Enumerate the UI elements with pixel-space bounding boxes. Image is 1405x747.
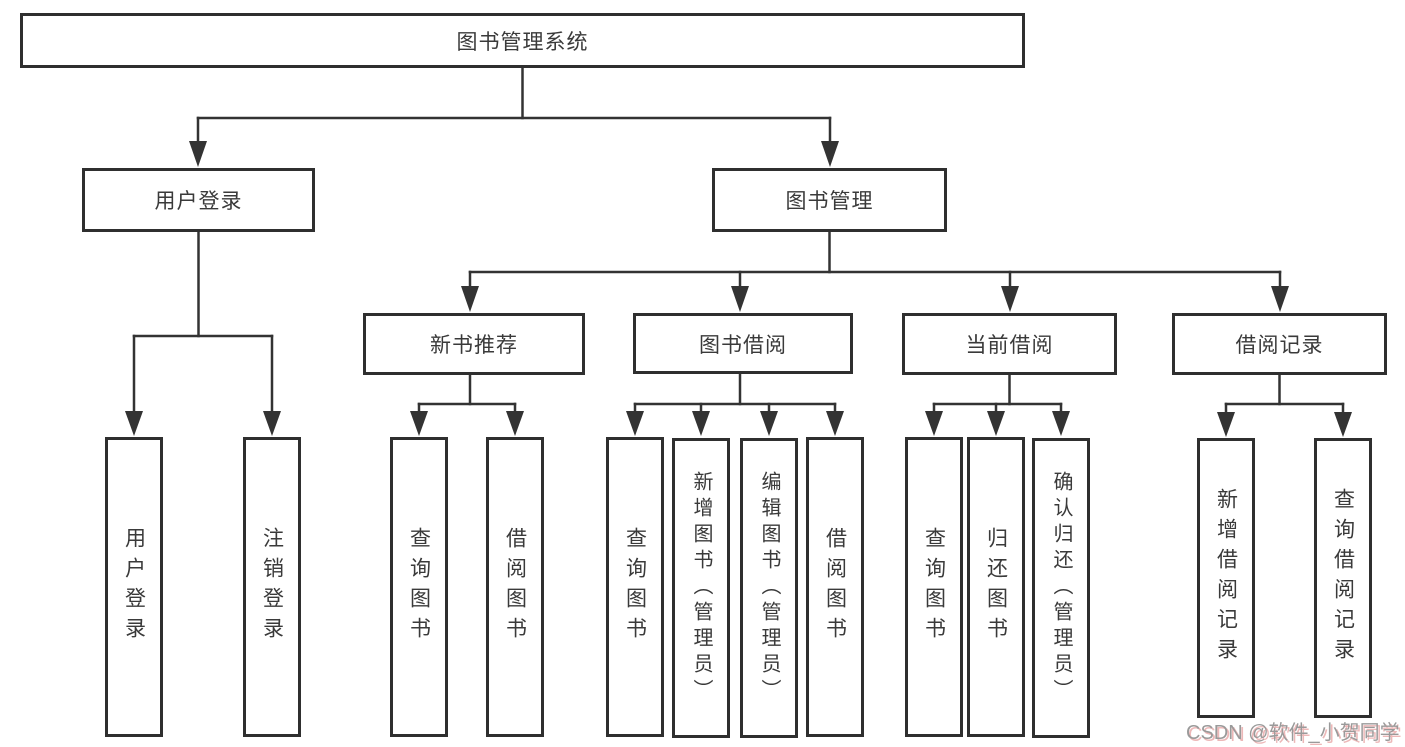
csdn-watermark: CSDN @软件_小贺同学 <box>1186 722 1400 744</box>
node-leaf-query-borrow-record: 查询借阅记录 <box>1314 438 1372 718</box>
node-leaf-query-books-1: 查询图书 <box>390 437 448 737</box>
node-label: 查询图书 <box>407 527 431 647</box>
node-leaf-query-books-3: 查询图书 <box>905 437 963 737</box>
node-user-login: 用户登录 <box>82 168 315 232</box>
node-label: 图书管理系统 <box>456 30 589 54</box>
node-label: 查询图书 <box>922 527 946 647</box>
node-book-management: 图书管理 <box>712 168 947 232</box>
node-book-borrowing: 图书借阅 <box>633 313 853 374</box>
node-leaf-add-book-admin: 新增图书（管理员） <box>672 438 730 738</box>
node-borrowing-records: 借阅记录 <box>1172 313 1387 375</box>
node-label: 新增借阅记录 <box>1214 488 1238 668</box>
node-label: 图书管理 <box>785 190 874 213</box>
node-new-book-recommendation: 新书推荐 <box>363 313 585 375</box>
node-label: 图书借阅 <box>699 333 787 357</box>
node-label: 借阅图书 <box>823 527 847 647</box>
node-leaf-confirm-return-admin: 确认归还（管理员） <box>1032 438 1090 738</box>
node-label: 当前借阅 <box>965 334 1054 357</box>
node-label: 用户登录 <box>154 190 243 213</box>
node-label: 新书推荐 <box>430 334 518 357</box>
node-leaf-borrow-books-1: 借阅图书 <box>486 437 544 737</box>
arrowheads <box>125 141 1352 437</box>
node-leaf-logout: 注销登录 <box>243 437 301 737</box>
node-label: 借阅图书 <box>503 527 527 647</box>
node-label: 用户登录 <box>122 527 146 647</box>
node-leaf-edit-book-admin: 编辑图书（管理员） <box>740 438 798 738</box>
node-leaf-add-borrow-record: 新增借阅记录 <box>1197 438 1255 718</box>
node-label: 归还图书 <box>984 527 1008 647</box>
node-label: 新增图书（管理员） <box>690 471 712 705</box>
node-label: 借阅记录 <box>1235 334 1324 357</box>
node-leaf-return-book: 归还图书 <box>967 437 1025 737</box>
node-label: 编辑图书（管理员） <box>758 471 780 705</box>
node-label: 确认归还（管理员） <box>1050 471 1072 705</box>
node-library-management-system: 图书管理系统 <box>20 13 1025 68</box>
node-label: 查询图书 <box>623 527 647 647</box>
node-label: 注销登录 <box>260 527 284 647</box>
node-label: 查询借阅记录 <box>1331 488 1355 668</box>
node-current-borrowing: 当前借阅 <box>902 313 1117 375</box>
node-leaf-borrow-books-2: 借阅图书 <box>806 437 864 737</box>
node-leaf-user-login: 用户登录 <box>105 437 163 737</box>
node-leaf-query-books-2: 查询图书 <box>606 437 664 737</box>
